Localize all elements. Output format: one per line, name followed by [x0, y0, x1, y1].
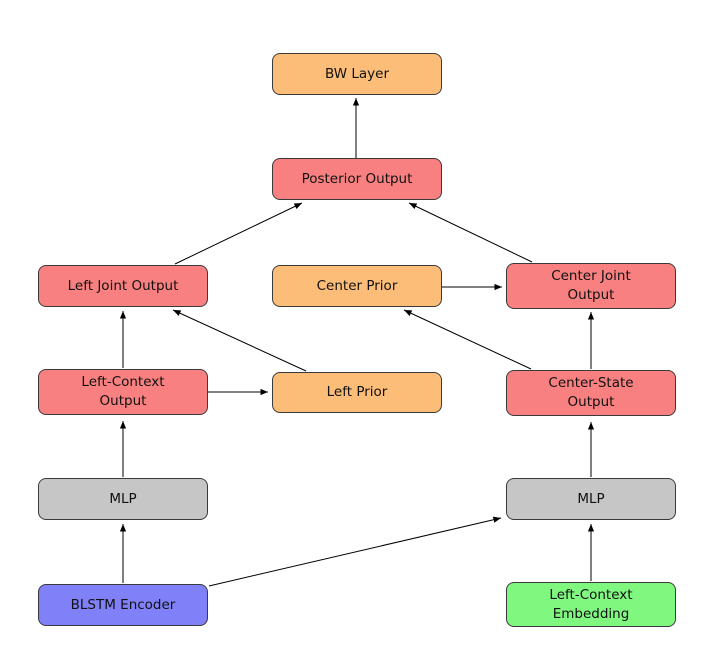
node-left-context-output: Left-Context Output — [38, 369, 208, 415]
node-bw-layer: BW Layer — [272, 53, 442, 95]
node-blstm-encoder: BLSTM Encoder — [38, 584, 208, 626]
arrow-blstm-encoder-to-mlp-right — [208, 516, 502, 587]
node-center-state-output: Center-State Output — [506, 370, 676, 416]
arrow-center-joint-output-to-posterior-output — [408, 202, 533, 263]
node-left-prior: Left Prior — [272, 372, 442, 413]
node-center-prior: Center Prior — [272, 265, 442, 307]
node-mlp-right: MLP — [506, 478, 676, 520]
node-left-joint-output: Left Joint Output — [38, 265, 208, 307]
node-posterior-output: Posterior Output — [272, 158, 442, 200]
node-left-context-embedding: Left-Context Embedding — [506, 582, 676, 627]
node-mlp-left: MLP — [38, 478, 208, 520]
node-center-joint-output: Center Joint Output — [506, 263, 676, 309]
arrow-center-state-output-to-center-prior — [403, 309, 532, 370]
arrow-left-joint-output-to-posterior-output — [174, 202, 303, 265]
arrow-left-prior-to-left-joint-output — [172, 309, 307, 372]
